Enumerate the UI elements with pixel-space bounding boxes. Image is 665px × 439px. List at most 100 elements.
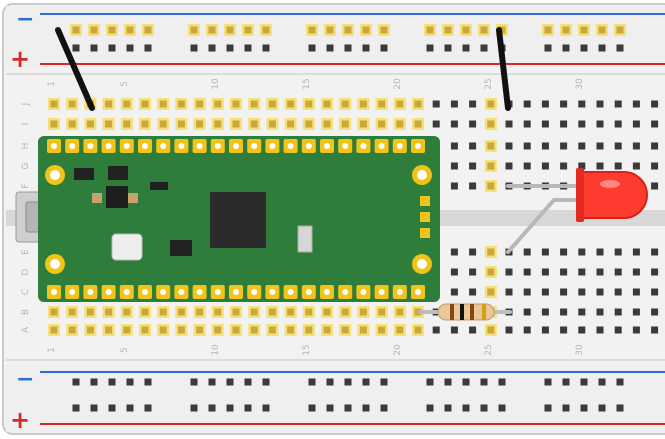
bottom-power-rail [6, 364, 665, 432]
breadboard-hole [632, 326, 640, 334]
red-led-icon [506, 168, 648, 254]
breadboard-hole [578, 162, 586, 170]
breadboard-hole [523, 248, 531, 256]
breadboard-hole [450, 326, 458, 334]
top-minus-label: − [16, 7, 34, 32]
breadboard-hole [250, 120, 258, 128]
smd-chip [74, 168, 94, 180]
breadboard-hole [632, 268, 640, 276]
breadboard-hole [208, 404, 216, 412]
smd-chip [170, 240, 192, 256]
breadboard-hole [469, 268, 477, 276]
breadboard-hole [596, 100, 604, 108]
breadboard-hole [614, 120, 622, 128]
breadboard-hole [560, 308, 568, 316]
row-letter: A [21, 326, 31, 333]
pin-hole [287, 289, 294, 295]
breadboard-hole [232, 100, 240, 108]
breadboard-hole [562, 26, 570, 34]
breadboard-hole [505, 268, 513, 276]
pin-hole [396, 289, 403, 295]
breadboard-hole [616, 404, 624, 412]
breadboard-hole [341, 326, 349, 334]
breadboard-hole [378, 326, 386, 334]
breadboard-hole [177, 326, 185, 334]
pin-hole [415, 289, 421, 295]
pin-hole [123, 289, 130, 295]
pin-hole [123, 143, 130, 149]
breadboard-hole [462, 26, 470, 34]
breadboard-hole [305, 308, 313, 316]
breadboard-hole [268, 120, 276, 128]
breadboard-hole [450, 182, 458, 190]
resistor-band [460, 304, 464, 320]
breadboard-hole [126, 44, 134, 52]
breadboard-hole [177, 308, 185, 316]
breadboard-hole [580, 44, 588, 52]
breadboard-hole [268, 100, 276, 108]
pin-hole [342, 289, 349, 295]
breadboard-hole [505, 120, 513, 128]
breadboard-hole [50, 326, 58, 334]
breadboard-hole [544, 26, 552, 34]
breadboard-hole [308, 26, 316, 34]
breadboard-hole [487, 182, 495, 190]
column-number: 25 [484, 344, 494, 355]
breadboard-hole [68, 100, 76, 108]
breadboard-hole [560, 248, 568, 256]
breadboard-hole [105, 308, 113, 316]
top-plus-label: + [10, 45, 30, 73]
breadboard-hole [50, 120, 58, 128]
pico-board-icon [15, 136, 440, 302]
bottom-plus-label: + [10, 406, 30, 434]
pin-hole [51, 289, 57, 295]
breadboard-hole [414, 100, 422, 108]
breadboard-hole [426, 26, 434, 34]
breadboard-hole [244, 378, 252, 386]
breadboard-hole [326, 378, 334, 386]
row-letter: D [21, 268, 31, 275]
breadboard-hole [159, 308, 167, 316]
breadboard-hole [616, 26, 624, 34]
column-number: 25 [484, 78, 494, 89]
column-number: 30 [575, 78, 585, 90]
debug-pad [420, 228, 430, 238]
row-letter: J [21, 103, 31, 107]
breadboard-hole [498, 404, 506, 412]
breadboard-hole [598, 44, 606, 52]
breadboard-hole [177, 100, 185, 108]
breadboard-hole [341, 100, 349, 108]
row-letter: G [21, 162, 31, 169]
column-number: 1 [47, 347, 57, 353]
breadboard-hole [250, 100, 258, 108]
breadboard-hole [578, 100, 586, 108]
breadboard-hole [123, 120, 131, 128]
pin-hole [324, 143, 330, 149]
row-letter: H [21, 143, 31, 150]
breadboard-hole [596, 326, 604, 334]
breadboard-hole [323, 326, 331, 334]
breadboard-hole [450, 268, 458, 276]
pin-hole [360, 289, 367, 295]
column-number: 10 [211, 344, 221, 356]
column-number: 20 [393, 78, 403, 90]
breadboard-hole [505, 288, 513, 296]
breadboard-hole [596, 162, 604, 170]
column-number: 10 [211, 78, 221, 90]
breadboard-hole [226, 44, 234, 52]
breadboard-hole [380, 44, 388, 52]
pin-hole [305, 143, 312, 149]
breadboard-hole [214, 308, 222, 316]
breadboard-hole [487, 326, 495, 334]
breadboard-hole [541, 268, 549, 276]
breadboard-hole [380, 404, 388, 412]
breadboard-hole [305, 120, 313, 128]
breadboard-hole [544, 404, 552, 412]
breadboard-hole [560, 120, 568, 128]
smd-chip [108, 166, 128, 180]
breadboard-hole [86, 326, 94, 334]
breadboard-hole [214, 120, 222, 128]
breadboard-hole [462, 378, 470, 386]
breadboard-hole [141, 326, 149, 334]
breadboard-hole [344, 404, 352, 412]
